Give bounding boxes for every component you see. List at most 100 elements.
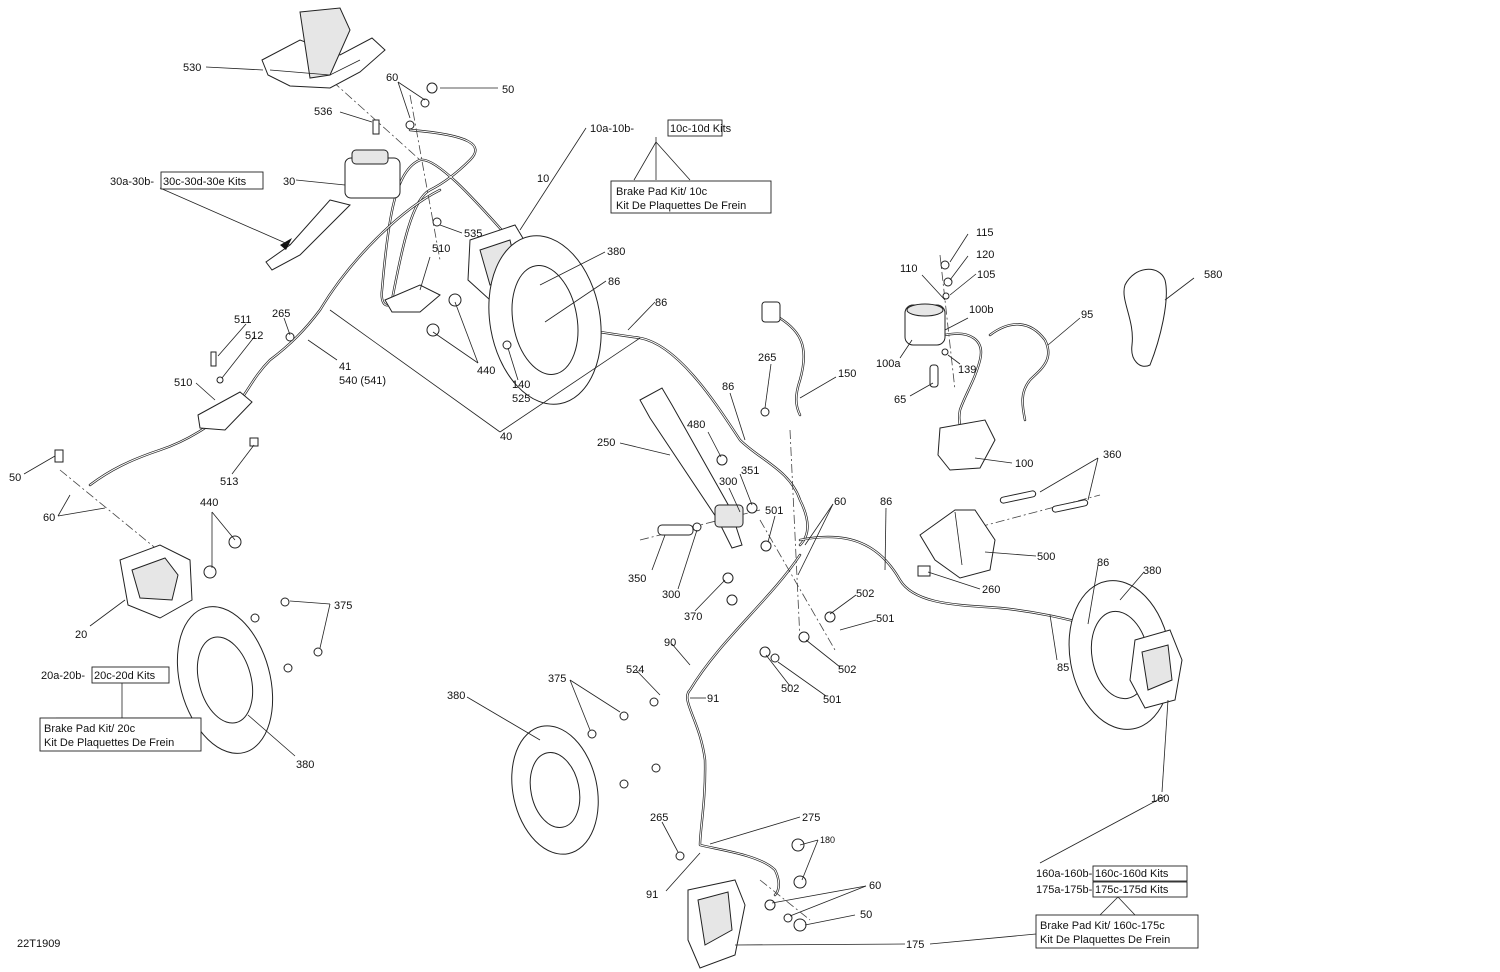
callout-20: 20 [75,629,87,641]
callout-boxes [39,119,1199,949]
callout-300-b: 300 [662,589,680,601]
callout-175-kits-b: 175c-175d Kits [1095,884,1169,896]
callout-85: 85 [1057,662,1069,674]
callout-511: 511 [234,314,252,326]
sleeve-580 [1123,268,1167,367]
callout-502-a: 502 [856,588,874,600]
callout-30-kits-a: 30a-30b- [110,176,154,188]
fasteners [54,82,1089,932]
callout-265-low: 265 [650,812,668,824]
pad-note-20-line2: Kit De Plaquettes De Frein [44,737,174,749]
callout-20-kits-a: 20a-20b- [41,670,85,682]
callout-120: 120 [976,249,994,261]
callout-10-kits-b: 10c-10d Kits [670,123,732,135]
callout-175: 175 [906,939,924,951]
callout-100: 100 [1015,458,1033,470]
callout-160-kits-a: 160a-160b- [1036,868,1093,880]
master-cylinder-30 [265,149,401,271]
callout-91-a: 91 [707,693,719,705]
callout-536: 536 [314,106,332,118]
callout-512: 512 [245,330,263,342]
callout-440-left: 440 [200,497,218,509]
callout-41: 41 [339,361,351,373]
callout-380-left: 380 [296,759,314,771]
callout-502-c: 502 [781,683,799,695]
callout-50-left: 50 [9,472,21,484]
pad-note-10-line2: Kit De Plaquettes De Frein [616,200,746,212]
callout-100b: 100b [969,304,993,316]
callout-110: 110 [900,263,918,275]
rear-caliper-160 [1129,629,1183,709]
callout-60-mid: 60 [834,496,846,508]
callout-510-left: 510 [174,377,192,389]
brake-disc-380-mid [511,725,599,855]
callout-370: 370 [684,611,702,623]
callout-86-a: 86 [608,276,620,288]
callout-351: 351 [741,465,759,477]
front-caliper-20 [119,544,193,619]
callout-265-left: 265 [272,308,290,320]
callout-501-c: 501 [823,694,841,706]
diagram-id: 22T1909 [17,938,60,950]
callout-502-b: 502 [838,664,856,676]
brake-pedal-250 [639,387,744,549]
callout-350: 350 [628,573,646,585]
cover-bracket-530 [261,7,386,89]
callout-60-left: 60 [43,512,55,524]
callout-86-c: 86 [722,381,734,393]
callout-91-b: 91 [646,889,658,901]
callout-275: 275 [802,812,820,824]
callout-160-kits-b: 160c-160d Kits [1095,868,1169,880]
callout-260: 260 [982,584,1000,596]
callout-380-upper: 380 [607,246,625,258]
brake-pad-notes: Brake Pad Kit/ 10c Kit De Plaquettes De … [44,186,1170,946]
callout-510-upper: 510 [432,243,450,255]
callout-50-top: 50 [502,84,514,96]
callout-501-b: 501 [876,613,894,625]
callout-375-left: 375 [334,600,352,612]
callout-60-top: 60 [386,72,398,84]
callout-535: 535 [464,228,482,240]
callout-40: 40 [500,431,512,443]
callout-50-low: 50 [860,909,872,921]
callout-265-mid: 265 [758,352,776,364]
brake-lines [88,128,1142,897]
pad-note-160-line1: Brake Pad Kit/ 160c-175c [1040,920,1165,932]
callout-139: 139 [958,364,976,376]
callout-524: 524 [626,664,644,676]
callout-labels: 530 60 50 536 30a-30b- 30c-30d-30e Kits … [9,62,1222,951]
callout-90: 90 [664,637,676,649]
callout-360: 360 [1103,449,1121,461]
callout-300-a: 300 [719,476,737,488]
callout-65: 65 [894,394,906,406]
callout-180: 180 [820,835,835,845]
callout-480: 480 [687,419,705,431]
callout-115: 115 [976,227,994,239]
reservoir-100a [904,303,946,346]
callout-580: 580 [1204,269,1222,281]
callout-160: 160 [1151,793,1169,805]
brake-disc-380-left [176,606,274,754]
callout-20-kits-b: 20c-20d Kits [94,670,156,682]
pressure-switch-150 [761,301,781,323]
callout-150: 150 [838,368,856,380]
callout-100a: 100a [876,358,901,370]
callout-30-kits-b: 30c-30d-30e Kits [163,176,247,188]
callout-525: 525 [512,393,530,405]
pad-note-160-line2: Kit De Plaquettes De Frein [1040,934,1170,946]
pedal-bracket-500 [919,509,996,579]
callout-513: 513 [220,476,238,488]
callout-375-mid: 375 [548,673,566,685]
callout-440-upper: 440 [477,365,495,377]
callout-105: 105 [977,269,995,281]
callout-530: 530 [183,62,201,74]
pad-note-10-line1: Brake Pad Kit/ 10c [616,186,708,198]
hose-guide-510-left [197,391,253,431]
callout-10-kits-a: 10a-10b- [590,123,634,135]
pad-note-20-line1: Brake Pad Kit/ 20c [44,723,136,735]
callout-30: 30 [283,176,295,188]
callout-140: 140 [512,379,530,391]
callout-500: 500 [1037,551,1055,563]
callout-380-mid: 380 [447,690,465,702]
